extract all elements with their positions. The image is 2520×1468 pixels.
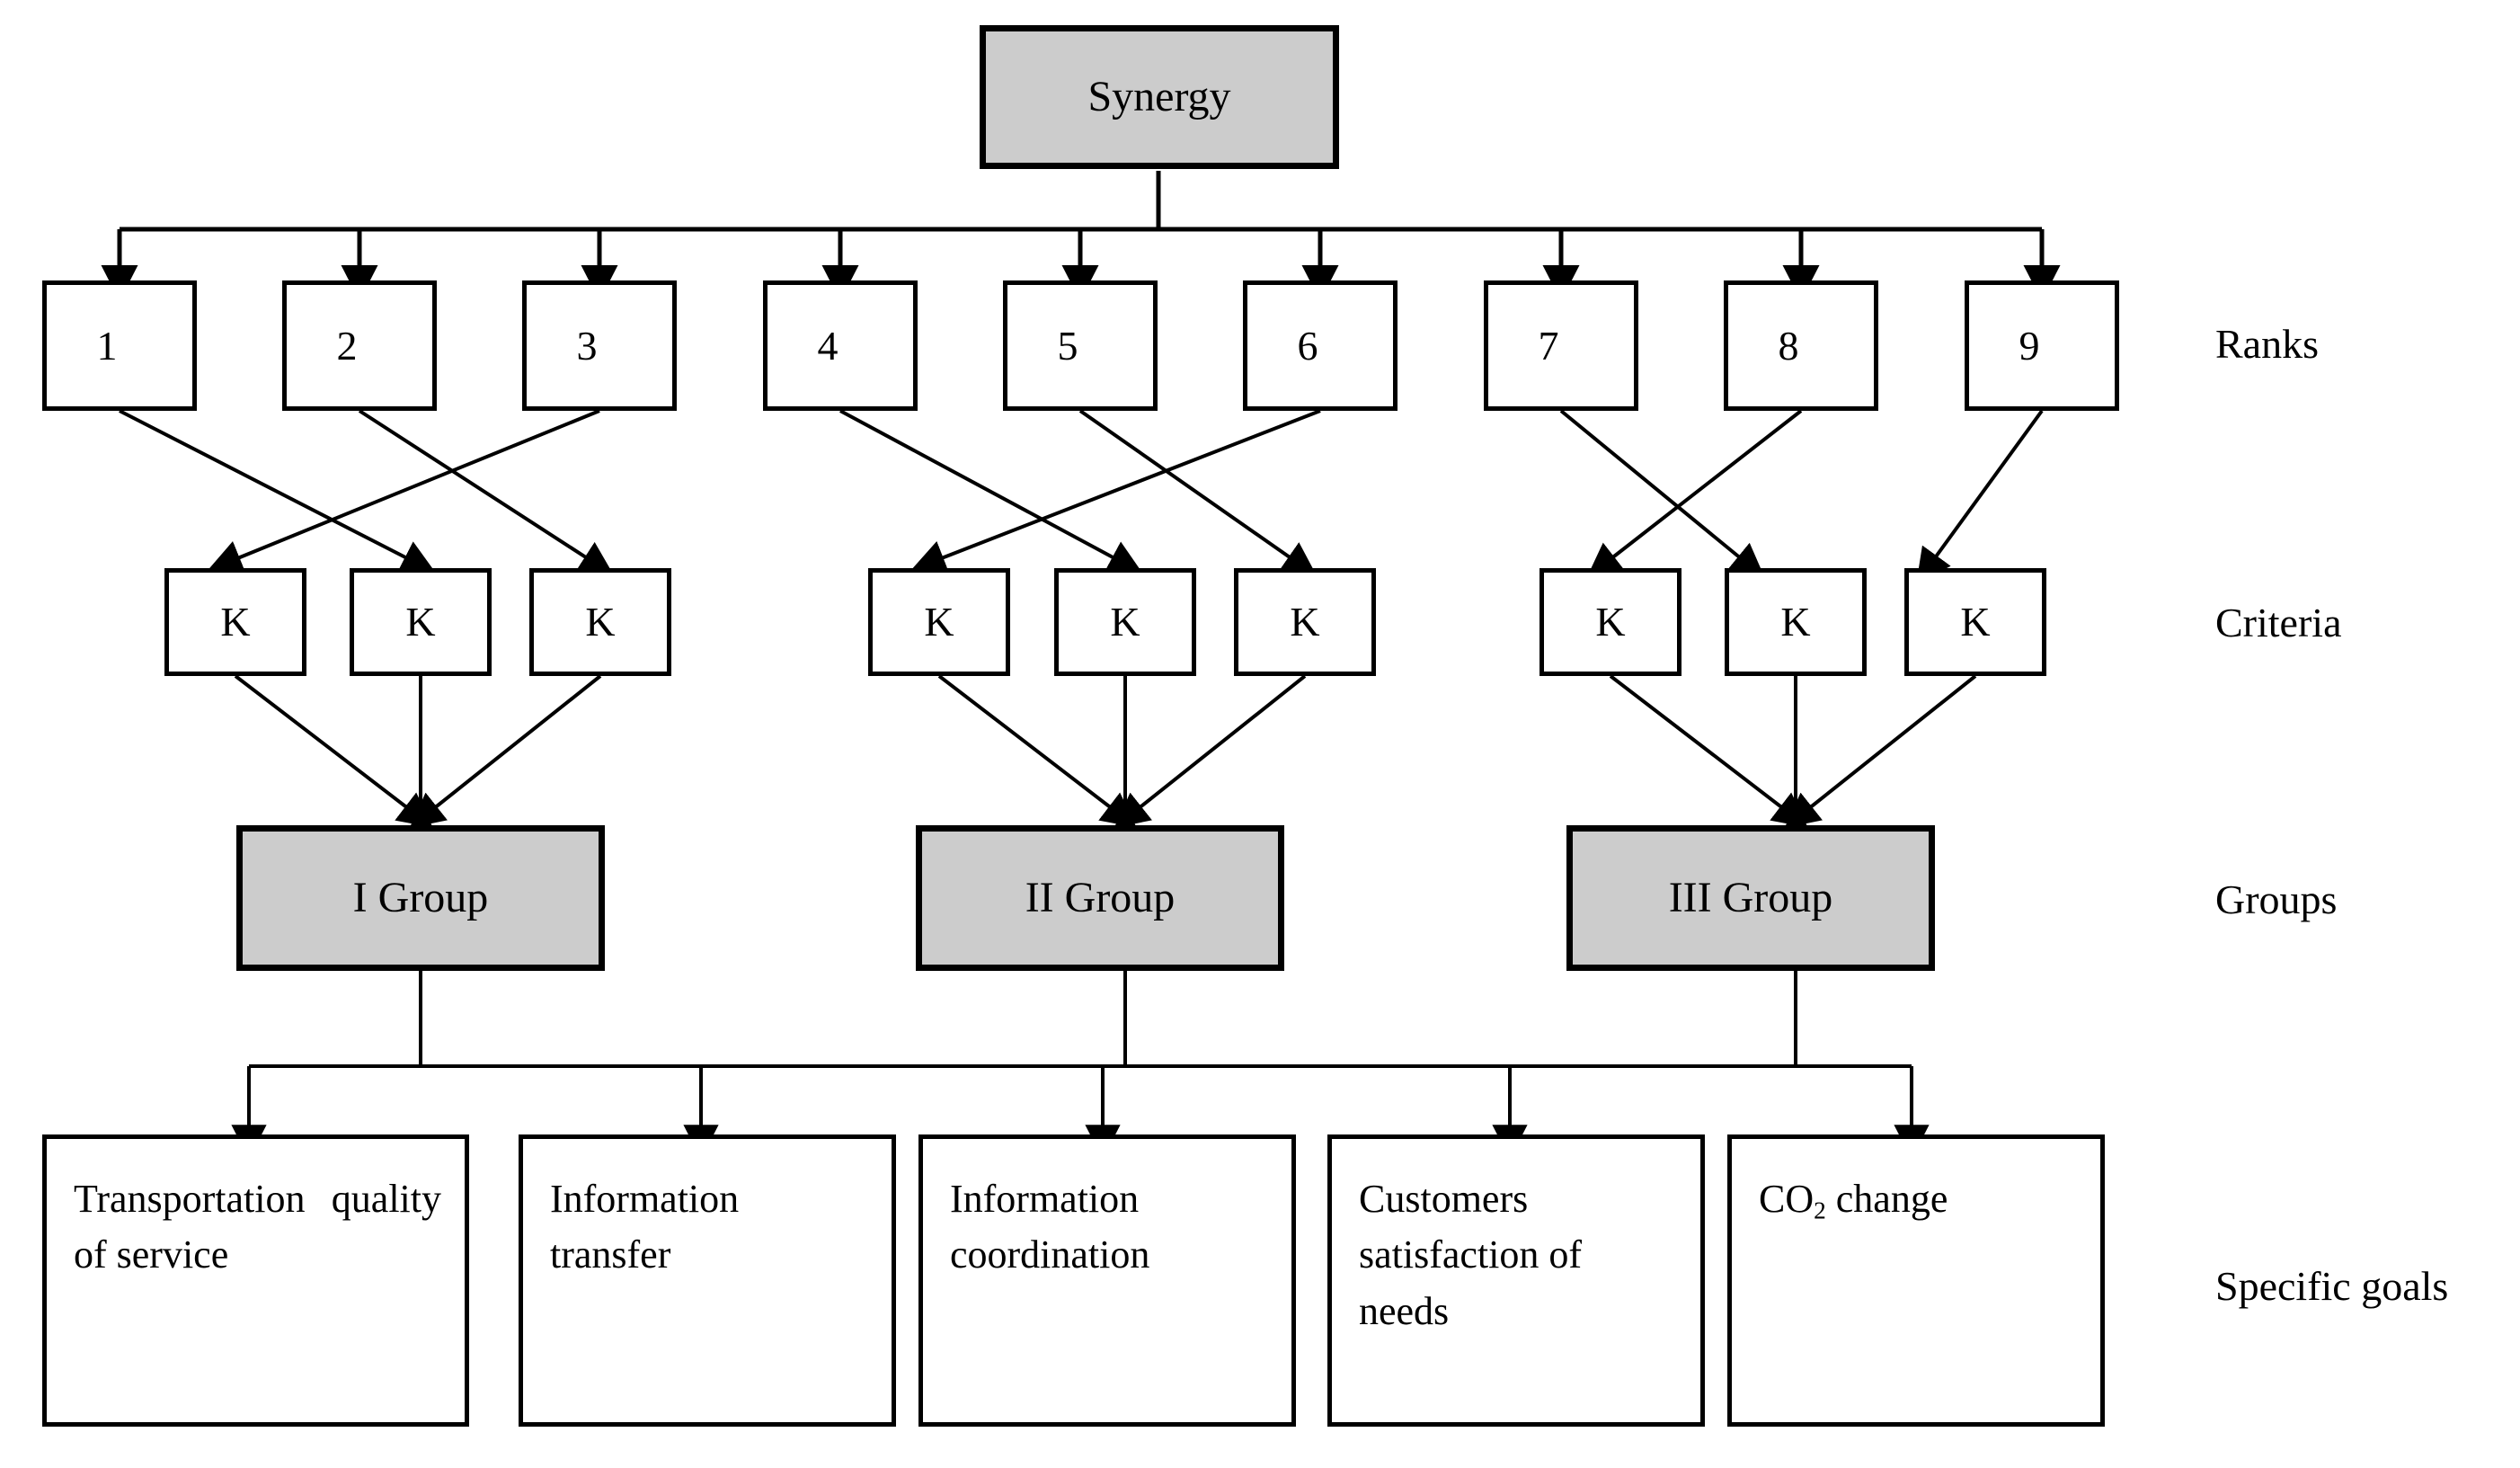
node-criterion-8-label: K	[1780, 599, 1811, 645]
edges-groups-to-bus	[249, 971, 1912, 1068]
node-criterion-7-label: K	[1595, 599, 1626, 645]
node-criterion-5-label: K	[1110, 599, 1140, 645]
node-rank-2[interactable]: 2	[282, 280, 437, 411]
node-group-2-label: II Group	[1025, 874, 1176, 921]
node-goal-2[interactable]: Information transfer	[519, 1134, 896, 1427]
node-rank-3[interactable]: 3	[522, 280, 677, 411]
node-goal-4[interactable]: Customers satisfaction of needs	[1327, 1134, 1705, 1427]
node-criterion-9[interactable]: K	[1904, 568, 2046, 676]
node-criterion-2-label: K	[405, 599, 436, 645]
node-criterion-3-label: K	[585, 599, 616, 645]
node-rank-6[interactable]: 6	[1243, 280, 1398, 411]
row-caption-criteria: Criteria	[2215, 600, 2342, 645]
node-criterion-6[interactable]: K	[1234, 568, 1376, 676]
node-synergy[interactable]: Synergy	[980, 25, 1339, 169]
node-synergy-label: Synergy	[1087, 73, 1231, 120]
row-caption-goals: Specific goals	[2215, 1263, 2449, 1309]
node-goal-5-label: CO2 change	[1759, 1177, 1948, 1224]
node-goal-4-label: Customers satisfaction of needs	[1359, 1177, 1583, 1333]
node-criterion-6-label: K	[1290, 599, 1320, 645]
node-group-3[interactable]: III Group	[1566, 825, 1935, 971]
node-goal-1-label: Transportation quality of service	[74, 1177, 441, 1277]
node-rank-1-label: 1	[96, 322, 118, 369]
node-criterion-7[interactable]: K	[1540, 568, 1681, 676]
node-goal-2-label: Information transfer	[550, 1177, 740, 1277]
node-criterion-1[interactable]: K	[164, 568, 306, 676]
node-criterion-1-label: K	[220, 599, 251, 645]
node-rank-3-label: 3	[576, 322, 598, 369]
row-caption-ranks: Ranks	[2215, 321, 2319, 367]
node-rank-4[interactable]: 4	[763, 280, 918, 411]
node-rank-8-label: 8	[1778, 322, 1799, 369]
node-group-3-label: III Group	[1668, 874, 1833, 921]
node-rank-1[interactable]: 1	[42, 280, 197, 411]
node-criterion-4[interactable]: K	[868, 568, 1010, 676]
node-criterion-2[interactable]: K	[350, 568, 492, 676]
node-criterion-3[interactable]: K	[529, 568, 671, 676]
node-rank-4-label: 4	[817, 322, 839, 369]
node-group-2[interactable]: II Group	[916, 825, 1284, 971]
node-goal-3-label: Information coordination	[950, 1177, 1150, 1277]
node-criterion-8[interactable]: K	[1725, 568, 1867, 676]
node-rank-5[interactable]: 5	[1003, 280, 1158, 411]
node-goal-5[interactable]: CO2 change	[1727, 1134, 2105, 1427]
edges-criteria-to-groups	[234, 674, 1977, 840]
node-goal-1[interactable]: Transportation quality of service	[42, 1134, 469, 1427]
node-rank-2-label: 2	[336, 322, 358, 369]
edges-ranks-to-criteria	[119, 409, 2044, 584]
node-rank-9-label: 9	[2019, 322, 2040, 369]
node-rank-7-label: 7	[1538, 322, 1559, 369]
node-criterion-9-label: K	[1960, 599, 1991, 645]
node-rank-8[interactable]: 8	[1724, 280, 1878, 411]
edges-bus-to-goals	[231, 1066, 1930, 1160]
node-criterion-5[interactable]: K	[1054, 568, 1196, 676]
node-rank-7[interactable]: 7	[1484, 280, 1638, 411]
node-group-1[interactable]: I Group	[236, 825, 605, 971]
node-goal-3[interactable]: Information coordination	[918, 1134, 1296, 1427]
node-rank-6-label: 6	[1297, 322, 1318, 369]
node-rank-5-label: 5	[1057, 322, 1078, 369]
row-caption-groups: Groups	[2215, 876, 2338, 922]
node-group-1-label: I Group	[352, 874, 489, 921]
edges-synergy-to-ranks	[101, 229, 2061, 301]
node-rank-9[interactable]: 9	[1965, 280, 2119, 411]
node-criterion-4-label: K	[924, 599, 954, 645]
edge-synergy-bus	[120, 171, 2042, 232]
